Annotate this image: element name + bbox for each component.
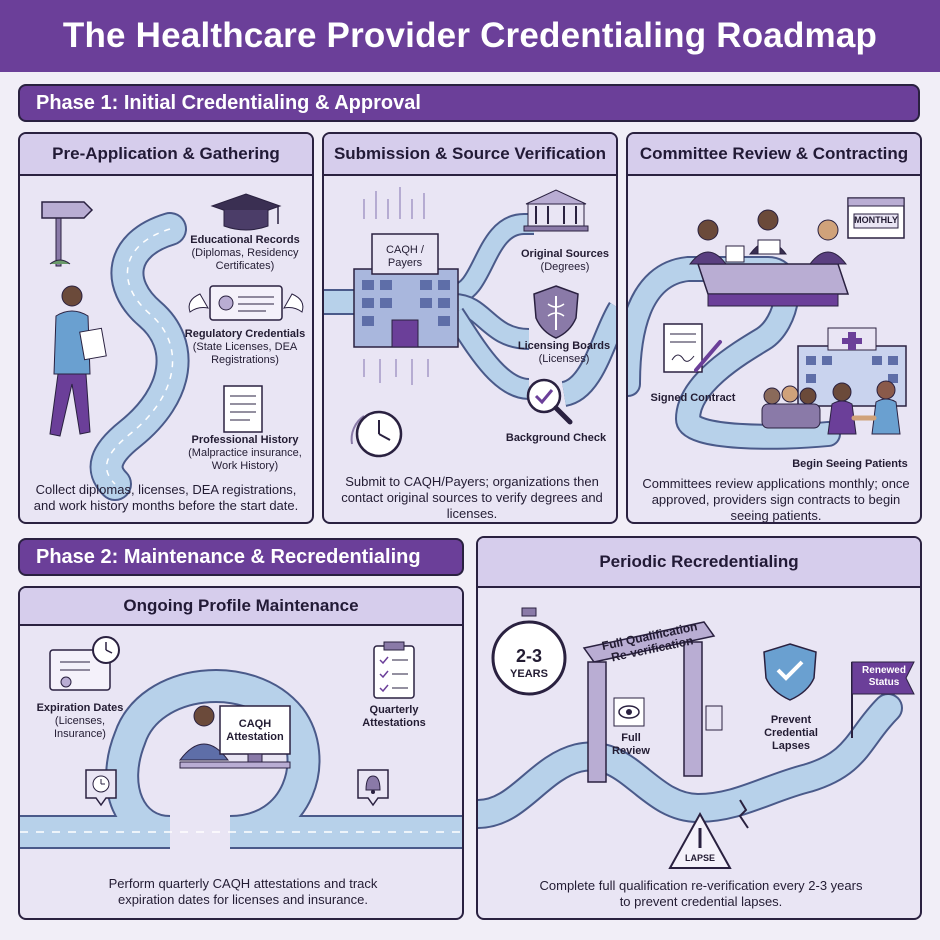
quarterly-attestations-label: Quarterly Attestations — [362, 704, 426, 729]
clock-marker-icon — [85, 769, 117, 807]
provider-figure-icon — [49, 285, 107, 437]
submission-description: Submit to CAQH/Payers; organizations the… — [341, 474, 603, 521]
recredentialing-illustration — [478, 607, 915, 869]
phase2-bar: Phase 2: Maintenance & Recredentialing — [18, 538, 464, 576]
expiration-dates-label: Expiration Dates (Licenses, Insurance) — [36, 702, 124, 740]
phase2-label: Phase 2: Maintenance & Recredentialing — [36, 545, 421, 568]
regulatory-credentials-label: Regulatory Credentials (State Licenses, … — [184, 328, 306, 366]
caqh-building-label: CAQH / Payers — [386, 244, 424, 269]
graduation-cap-icon — [210, 193, 282, 231]
clock-icon — [350, 410, 403, 458]
verification-gate-icon — [582, 621, 723, 783]
licensing-boards-label: Licensing Boards (Licenses) — [517, 340, 611, 365]
signed-contract-icon — [663, 323, 722, 373]
panel-committee-title: Committee Review & Contracting — [628, 134, 920, 176]
timer-value: 2-3 — [515, 646, 542, 666]
flag-label: Renewed Status — [862, 665, 906, 688]
panel-pre-application-title: Pre-Application & Gathering — [20, 134, 312, 176]
lapse-warning-label: LAPSE — [684, 853, 715, 863]
phase1-bar: Phase 1: Initial Credentialing & Approva… — [18, 84, 920, 122]
maintenance-description: Perform quarterly CAQH attestations and … — [108, 876, 378, 907]
shield-check-icon — [763, 643, 817, 701]
panel-pre-application: Pre-Application & Gathering — [18, 132, 314, 524]
recredentialing-description: Complete full qualification re-verificat… — [539, 878, 863, 909]
warning-sign-icon — [668, 811, 732, 869]
signpost-icon — [41, 201, 94, 267]
calendar-icon — [847, 197, 905, 239]
calendar-text: MONTHLY — [854, 215, 898, 225]
museum-icon — [523, 189, 589, 232]
panel-submission: Submission & Source Verification — [322, 132, 618, 524]
prevent-lapses-label: Prevent Credential Lapses — [764, 714, 818, 752]
original-sources-label: Original Sources (Degrees) — [520, 248, 610, 273]
pre-application-illustration — [41, 193, 304, 501]
professional-history-label: Professional History (Malpractice insura… — [188, 434, 302, 472]
caqh-building-icon — [353, 233, 459, 348]
panel-recredentialing: Periodic Recredentialing — [476, 536, 922, 920]
submission-illustration — [324, 187, 616, 458]
bell-marker-icon — [357, 769, 389, 807]
educational-records-label: Educational Records (Diplomas, Residency… — [190, 234, 300, 272]
stopwatch-icon — [491, 607, 567, 696]
title-bar: The Healthcare Provider Credentialing Ro… — [0, 0, 940, 72]
timer-unit: YEARS — [510, 668, 548, 680]
expiration-certificate-icon — [49, 636, 120, 691]
flag-icon — [851, 661, 915, 738]
magnifier-icon — [526, 378, 573, 425]
caqh-attestation-label: CAQH Attestation — [226, 718, 284, 743]
signed-contract-label: Signed Contract — [650, 392, 736, 404]
phase1-label: Phase 1: Initial Credentialing & Approva… — [36, 91, 421, 114]
committee-description: Committees review applications monthly; … — [642, 476, 910, 523]
clipboard-icon — [373, 641, 415, 699]
patients-group-icon — [761, 380, 901, 435]
panel-recredentialing-title: Periodic Recredentialing — [478, 538, 920, 588]
begin-seeing-patients-label: Begin Seeing Patients — [792, 458, 908, 470]
computer-user-icon — [178, 705, 291, 769]
shield-caduceus-icon — [533, 285, 579, 339]
pre-application-description: Collect diplomas, licenses, DEA registra… — [33, 482, 299, 513]
document-icon — [223, 385, 263, 433]
committee-illustration — [628, 197, 907, 450]
panel-maintenance-title: Ongoing Profile Maintenance — [20, 588, 462, 626]
panel-maintenance: Ongoing Profile Maintenance — [18, 586, 464, 920]
certificate-icon — [188, 285, 304, 321]
panel-committee: Committee Review & Contracting — [626, 132, 922, 524]
maintenance-illustration — [20, 636, 462, 849]
full-review-label: Full Review — [612, 732, 650, 757]
panel-submission-title: Submission & Source Verification — [324, 134, 616, 176]
background-check-label: Background Check — [505, 432, 607, 444]
committee-table-icon — [688, 209, 850, 307]
page-title: The Healthcare Provider Credentialing Ro… — [62, 16, 878, 55]
